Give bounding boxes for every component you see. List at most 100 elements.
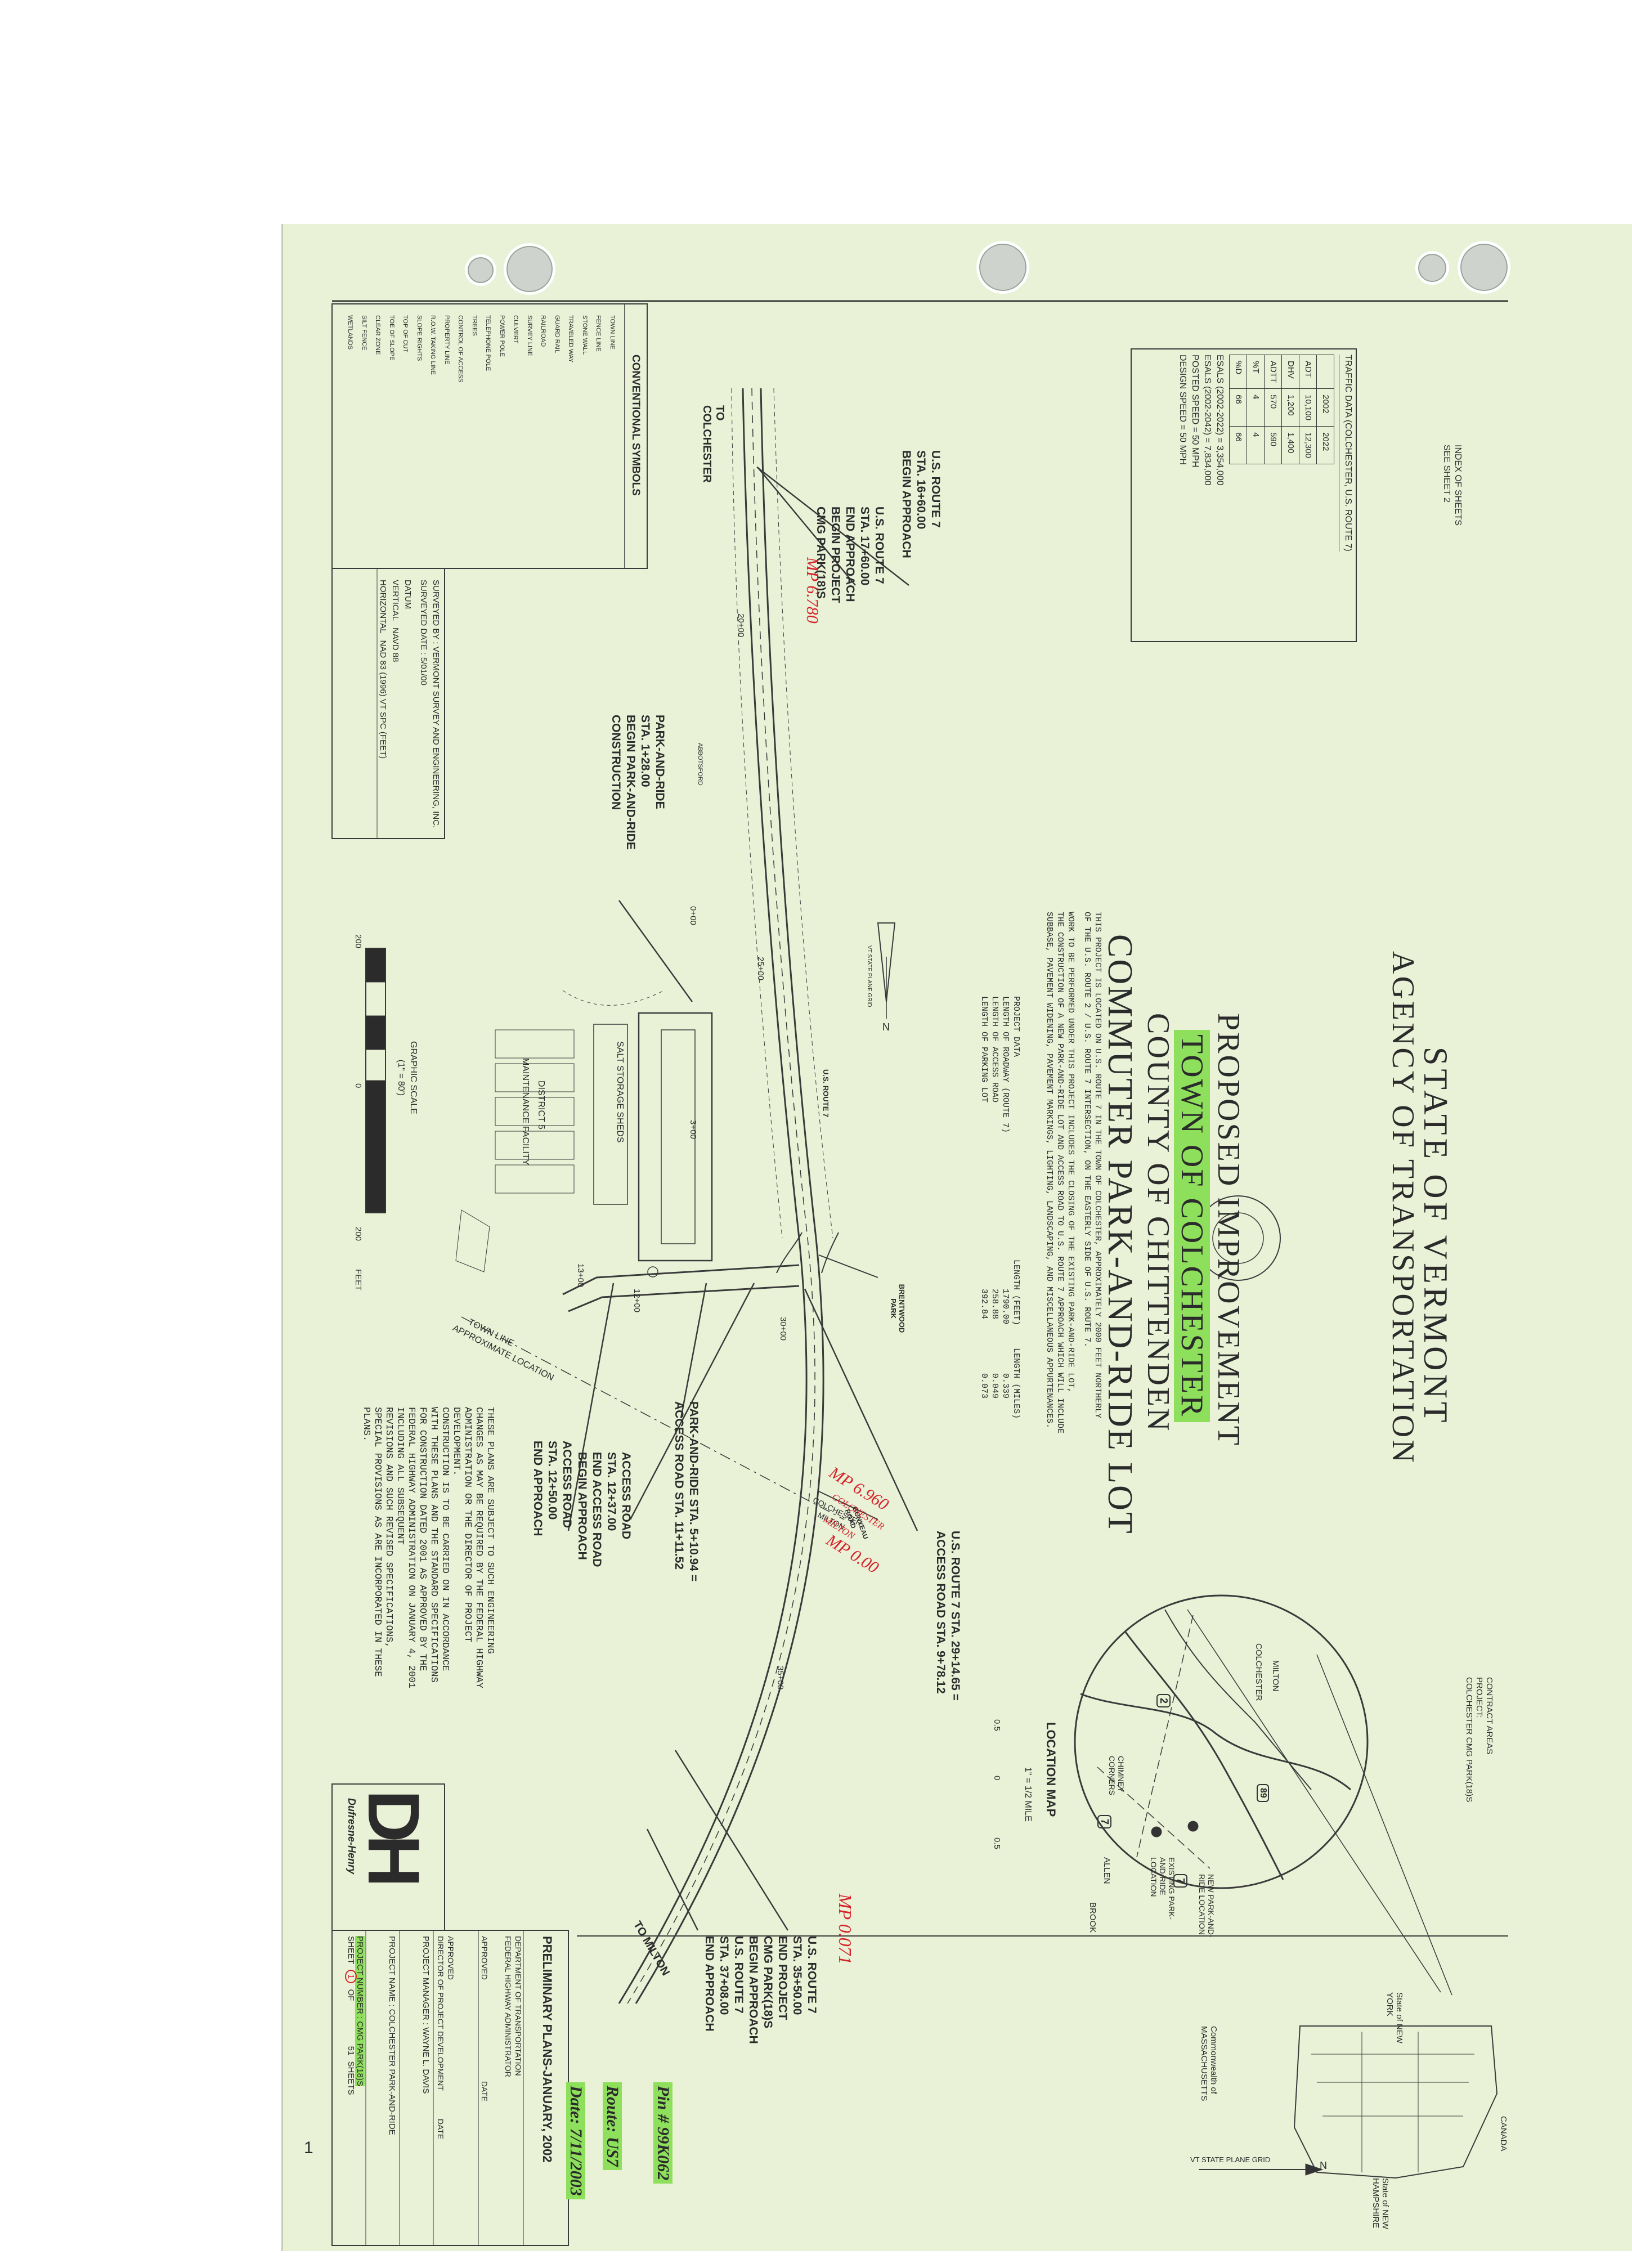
project-number: PROJECT NUMBER : CMG PARK(18)S [355,1936,365,2086]
proposed-title: PROPOSED IMPROVEMENT [1211,1013,1246,1447]
project-manager: PROJECT MANAGER : WAYNE L. DAVIS [421,1936,431,2094]
access-road [562,1264,800,1296]
map-label-milton: MILTON [1271,1660,1280,1692]
new-york-label: State of NEW YORK [1385,1992,1404,2043]
preliminary-plans: PRELIMINARY PLANS-JANUARY, 2002 [540,1936,554,2163]
brentwood-label: BRENTWOOD PARK [889,1284,906,1333]
binder-hole [1458,241,1510,294]
to-colchester-label: TO COLCHESTER [701,405,726,483]
town-line [461,1316,845,1520]
salt-sheds-label: SALT STORAGE SHEDS [615,1041,625,1143]
station-12: 12+00 [632,1289,642,1313]
pin-sticker: Pin # 99K062 [653,2082,672,2184]
title-block-approved: APPROVEDDATE [480,1936,489,2102]
binder-hole [504,243,555,295]
access-road [568,1285,800,1312]
station-3: 3+00 [688,1120,698,1139]
traffic-data-table: TRAFFIC DATA (COLCHESTER, U.S. ROUTE 7) … [1176,355,1356,552]
station-30: 30+00 [778,1317,788,1341]
route-7-row [731,388,783,1239]
plan-sheet [281,224,1632,2251]
parking-island [661,1029,696,1244]
map-label-chimney: CHIMNEY CORNERS [1108,1756,1126,1796]
map-label-brook: BROOK [1088,1902,1097,1933]
map-label-existing: EXISTING PARK-AND-RIDE LOCATION [1149,1857,1176,1920]
state-north-label: N [1320,2160,1327,2171]
scale-tick: 0 [353,1083,363,1088]
vermont-outline [1293,2025,1498,2179]
new-hampshire-label: State of NEW HAMPSHIRE [1371,2178,1390,2229]
location-map-scale-tick: 0.5 [992,1719,1002,1731]
survey-info: SURVEYED BY : VERMONT SURVEY AND ENGINEE… [378,580,441,828]
location-map-scale: 1" = 1/2 MILE [1023,1767,1033,1822]
state-title: STATE OF VERMONT [1417,1047,1454,1426]
date-sticker: Date: 7/11/2003 [566,2082,585,2199]
route-sticker: Route: US7 [603,2082,622,2171]
location-map-title: LOCATION MAP [1044,1722,1058,1817]
title-block-director: APPROVED DIRECTOR OF PROJECT DEVELOPMENT… [436,1936,455,2140]
plan-grid-label: VT STATE PLANE GRID [866,945,872,1007]
callout-park-ride-eq: PARK-AND-RIDE STA. 5+10.94 =ACCESS ROAD … [672,1401,700,1582]
location-map-scale-tick: 0 [992,1776,1002,1781]
town-title: TOWN OF COLCHESTER [1174,1030,1210,1423]
county-title: COUNTY OF CHITTENDEN [1141,1013,1176,1433]
binder-hole [976,241,1029,294]
scale-tick: 200 [353,934,363,949]
route-7-centerline [627,388,815,2004]
station-25: 25+00 [756,957,765,981]
route-7-edge [618,388,808,2004]
binder-hole [465,254,496,286]
station-20: 20+00 [736,613,746,638]
route-7-row [773,388,833,1239]
firm-name: Dufresne-Henry [346,1798,357,1875]
graphic-scale-title: GRAPHIC SCALE(1" = 80') [396,1041,418,1114]
sheet-number: SHEET 1 OF 51 SHEETS [345,1936,357,2095]
location-map-circle [1074,1594,1369,1889]
callout-access-road-eq: U.S. ROUTE 7 STA. 29+14.65 =ACCESS ROAD … [934,1531,962,1701]
plan-north-label: N [882,1021,890,1033]
salt-storage-sheds [593,1024,628,1205]
plan-notes: THESE PLANS ARE SUBJECT TO SUCH ENGINEER… [361,1407,495,1688]
conventional-symbols-title: CONVENTIONAL SYMBOLS [630,355,642,496]
scale-unit: FEET [353,1269,363,1291]
state-grid-label: VT STATE PLANE GRID [1190,2155,1271,2164]
station-0: 0+00 [688,906,698,925]
abbotsford-label: ABBOTSFORD [697,743,703,786]
page-mark: 1 [304,2139,313,2157]
conventional-symbols-box [331,303,648,569]
route-7-edge [635,388,824,2004]
annotation-mp-4: MP 0.071 [835,1894,855,1965]
route-7-label: U.S. ROUTE 7 [822,1069,830,1118]
route-7-shield: 7 [1097,1815,1111,1829]
location-map-scale-tick: 0.5 [992,1837,1002,1849]
binder-hole [1415,251,1449,285]
station-35: 35+00 [775,1666,785,1690]
park-and-ride-lot [638,1012,713,1262]
project-description: THIS PROJECT IS LOCATED ON U.S. ROUTE 7 … [1044,912,1102,1434]
map-label-new: NEW PARK-AND-RIDE LOCATION [1198,1874,1216,1938]
map-label-colchester: COLCHESTER [1254,1643,1263,1701]
massachusetts-label: Commonwealth of MASSACHUSETTS [1199,2026,1218,2101]
route-2-shield: 2 [1156,1694,1171,1708]
interstate-89-shield: 89 [1257,1784,1269,1802]
project-title: COMMUTER PARK-AND-RIDE LOT [1101,934,1139,1535]
district-label: DISTRICT 5 MAINTENANCE FACILITY [521,1058,546,1166]
station-13: 13+00 [576,1263,585,1288]
scale-tick: 200 [353,1227,363,1241]
route-7-shield: 7 [1173,1874,1187,1888]
annotation-mp-1: MP 6.780 [803,557,822,624]
project-name: PROJECT NAME : COLCHESTER PARK-AND-RIDE [387,1936,397,2135]
canada-label: CANADA [1499,2116,1508,2152]
